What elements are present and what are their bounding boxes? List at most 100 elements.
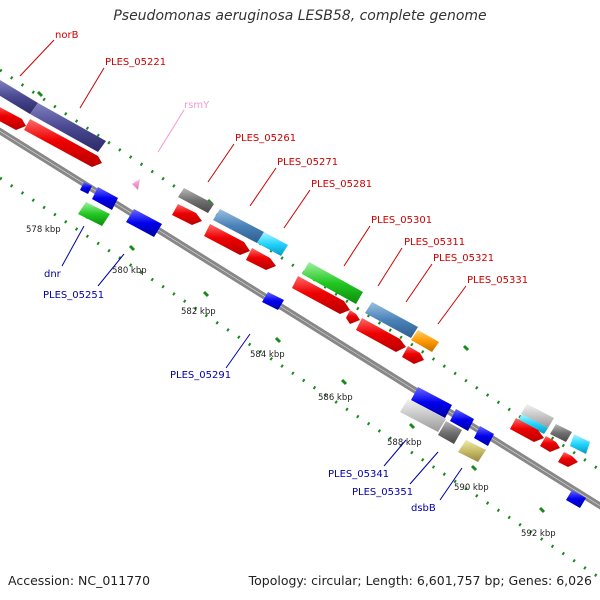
gene-block-right-grey[interactable] bbox=[521, 404, 554, 428]
major-tick bbox=[36, 90, 44, 98]
gene-block-rsmY[interactable] bbox=[132, 179, 140, 190]
gene-block-PLES_05261[interactable] bbox=[178, 188, 214, 213]
label-PLES_05291[interactable]: PLES_05291 bbox=[170, 370, 231, 381]
tick-label-584: 584 kbp bbox=[250, 350, 285, 360]
label-PLES_05281[interactable]: PLES_05281 bbox=[311, 179, 372, 190]
leader-PLES_05301 bbox=[343, 225, 371, 267]
tick-label-588: 588 kbp bbox=[387, 438, 422, 448]
cds-arrow[interactable] bbox=[172, 204, 202, 225]
leader-PLES_05321 bbox=[405, 263, 433, 303]
forward-labels: norB PLES_05221 PLES_05261 PLES_05271 PL… bbox=[55, 30, 528, 286]
gene-block-PLES_05321[interactable] bbox=[411, 330, 439, 352]
major-tick bbox=[538, 506, 546, 514]
label-dsbB[interactable]: dsbB bbox=[411, 503, 436, 514]
label-PLES_05341[interactable]: PLES_05341 bbox=[328, 469, 389, 480]
tick-label-592: 592 kbp bbox=[521, 529, 556, 539]
label-PLES_05311[interactable]: PLES_05311 bbox=[404, 237, 465, 248]
leader-PLES_05221 bbox=[79, 67, 105, 109]
gene-block-reverse-blue-3[interactable] bbox=[474, 426, 494, 446]
gene-block-PLES_05341[interactable] bbox=[400, 399, 446, 432]
forward-leaders bbox=[19, 39, 467, 325]
gene-block-dnr-small[interactable] bbox=[80, 182, 92, 194]
tick-label-590: 590 kbp bbox=[454, 483, 489, 493]
gene-block-right-darkgrey[interactable] bbox=[550, 424, 572, 442]
gene-block-reverse-blue-2[interactable] bbox=[450, 409, 474, 431]
leader-PLES_05281 bbox=[283, 189, 311, 229]
label-PLES_05321[interactable]: PLES_05321 bbox=[433, 253, 494, 264]
cds-arrow[interactable] bbox=[558, 452, 578, 467]
major-tick bbox=[462, 344, 470, 352]
major-tick bbox=[470, 464, 478, 472]
gene-block-reverse-blue-1[interactable] bbox=[411, 387, 452, 418]
gene-block-PLES_05221[interactable] bbox=[30, 103, 106, 152]
tick-label-582: 582 kbp bbox=[181, 307, 216, 317]
label-rsmY[interactable]: rsmY bbox=[184, 100, 210, 111]
cds-arrow[interactable] bbox=[204, 224, 250, 255]
major-tick bbox=[340, 378, 348, 386]
reverse-leaders bbox=[61, 225, 463, 501]
gene-block-dsbB[interactable] bbox=[458, 440, 486, 462]
cds-arrow[interactable] bbox=[402, 346, 424, 364]
gene-block-PLES_05291[interactable] bbox=[262, 292, 284, 310]
gene-block-dnr-arrow[interactable] bbox=[92, 187, 118, 210]
label-PLES_05301[interactable]: PLES_05301 bbox=[371, 215, 432, 226]
genome-backbone-outer bbox=[0, 127, 600, 506]
tick-label-586: 586 kbp bbox=[318, 393, 353, 403]
genome-summary: Topology: circular; Length: 6,601,757 bp… bbox=[248, 573, 592, 588]
outer-tick-track bbox=[0, 68, 600, 472]
label-PLES_05221[interactable]: PLES_05221 bbox=[105, 57, 166, 68]
gene-block-reverse-blue-4[interactable] bbox=[566, 490, 586, 508]
leader-PLES_05251 bbox=[97, 253, 125, 287]
label-dnr[interactable]: dnr bbox=[44, 269, 62, 280]
cds-arrow[interactable] bbox=[510, 418, 544, 442]
cds-arrow[interactable] bbox=[346, 310, 360, 324]
map-title: Pseudomonas aeruginosa LESB58, complete … bbox=[113, 8, 487, 24]
cds-arrow[interactable] bbox=[292, 276, 350, 314]
gene-block-PLES_05251[interactable] bbox=[126, 209, 162, 237]
gene-block-right-cyan-arrow[interactable] bbox=[570, 434, 590, 454]
label-PLES_05351[interactable]: PLES_05351 bbox=[352, 487, 413, 498]
tick-label-580: 580 kbp bbox=[112, 266, 147, 276]
forward-cds bbox=[0, 104, 578, 467]
gene-block-norB[interactable] bbox=[0, 80, 38, 114]
reverse-labels: dnr PLES_05251 PLES_05291 PLES_05341 PLE… bbox=[43, 269, 436, 514]
leader-norB bbox=[19, 39, 55, 77]
label-norB[interactable]: norB bbox=[55, 30, 79, 41]
label-PLES_05271[interactable]: PLES_05271 bbox=[277, 157, 338, 168]
gene-block-PLES_05351[interactable] bbox=[438, 421, 462, 444]
major-tick bbox=[408, 422, 416, 430]
major-tick bbox=[128, 244, 136, 252]
major-tick bbox=[202, 290, 210, 298]
leader-dnr bbox=[61, 225, 85, 267]
cds-arrow[interactable] bbox=[540, 436, 560, 452]
leader-PLES_05261 bbox=[207, 143, 235, 183]
gene-block-PLES_05301[interactable] bbox=[302, 262, 363, 304]
leader-rsmY bbox=[157, 109, 185, 153]
cds-arrow[interactable] bbox=[24, 119, 102, 167]
gene-block-PLES_05271[interactable] bbox=[213, 209, 264, 243]
cds-arrow[interactable] bbox=[0, 104, 26, 130]
cds-arrow[interactable] bbox=[356, 318, 406, 352]
label-PLES_05331[interactable]: PLES_05331 bbox=[467, 275, 528, 286]
gene-block-PLES_05281[interactable] bbox=[257, 232, 288, 256]
leader-PLES_05291 bbox=[225, 333, 251, 369]
gene-block-dnr[interactable] bbox=[78, 202, 110, 226]
accession-label: Accession: NC_011770 bbox=[8, 573, 151, 588]
reverse-features bbox=[78, 182, 586, 508]
inner-tick-track bbox=[0, 176, 600, 580]
leader-dsbB bbox=[439, 467, 463, 501]
cds-arrow[interactable] bbox=[246, 248, 276, 270]
genome-backbone-inner bbox=[0, 131, 600, 510]
tick-label-578: 578 kbp bbox=[26, 225, 61, 235]
label-PLES_05251[interactable]: PLES_05251 bbox=[43, 290, 104, 301]
forward-features bbox=[0, 80, 590, 454]
gene-block-right-cyan[interactable] bbox=[518, 414, 548, 434]
leader-PLES_05331 bbox=[437, 285, 467, 325]
label-PLES_05261[interactable]: PLES_05261 bbox=[235, 133, 296, 144]
gene-block-PLES_05311[interactable] bbox=[365, 302, 418, 338]
leader-PLES_05351 bbox=[409, 451, 439, 485]
leader-PLES_05341 bbox=[383, 439, 407, 467]
leader-PLES_05311 bbox=[377, 247, 403, 287]
major-tick bbox=[274, 336, 282, 344]
